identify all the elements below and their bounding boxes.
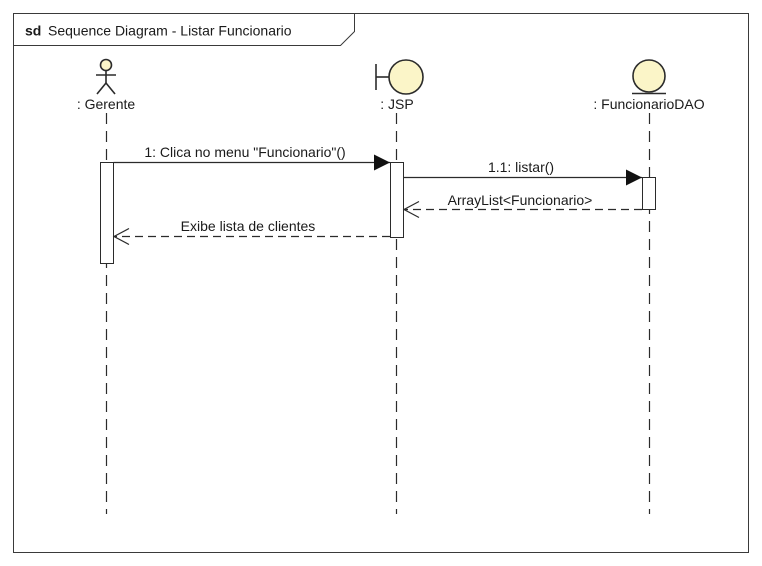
frame-title: Sequence Diagram - Listar Funcionario — [48, 23, 292, 39]
activation-bar-gerente — [100, 162, 114, 264]
lifeline-label-dao: : FuncionarioDAO — [593, 96, 704, 112]
reply-arrowhead-arraylist — [402, 200, 420, 219]
frame-title-tab — [13, 13, 355, 46]
frame-keyword: sd — [25, 23, 41, 39]
activation-bar-jsp — [390, 162, 404, 238]
message-arrowhead-1 — [374, 154, 390, 171]
entity-icon — [632, 59, 666, 95]
reply-arrowhead-exibe — [112, 227, 130, 246]
lifeline-label-gerente: : Gerente — [77, 96, 136, 112]
reply-label-arraylist: ArrayList<Funcionario> — [448, 192, 593, 208]
reply-label-exibe: Exibe lista de clientes — [181, 218, 316, 234]
message-arrowhead-1-1 — [626, 169, 642, 186]
actor-icon — [96, 58, 116, 95]
activation-bar-dao — [642, 177, 656, 210]
message-label-1-1: 1.1: listar() — [488, 159, 554, 175]
lifeline-label-jsp: : JSP — [380, 96, 413, 112]
diagram-frame — [13, 13, 749, 553]
boundary-icon — [375, 59, 424, 95]
message-label-1: 1: Clica no menu "Funcionario"() — [144, 144, 345, 160]
